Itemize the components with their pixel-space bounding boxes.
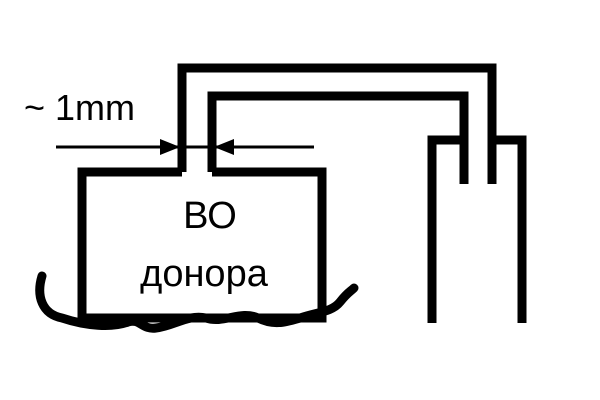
gap-size-label: ~ 1mm bbox=[24, 87, 135, 128]
gap-arrow-left-icon bbox=[214, 139, 234, 155]
vessel-label-line2: донора bbox=[140, 253, 269, 295]
receiving-vessel-right-wall bbox=[490, 135, 527, 323]
tissue-wavy-line bbox=[35, 271, 359, 333]
gap-arrow-right-icon bbox=[160, 139, 180, 155]
vessel-label-line1: ВО bbox=[183, 195, 237, 237]
donor-vessel-outline bbox=[77, 167, 327, 323]
siphon-tube-outer-wall bbox=[177, 63, 497, 184]
receiving-vessel-left-wall bbox=[427, 135, 466, 323]
